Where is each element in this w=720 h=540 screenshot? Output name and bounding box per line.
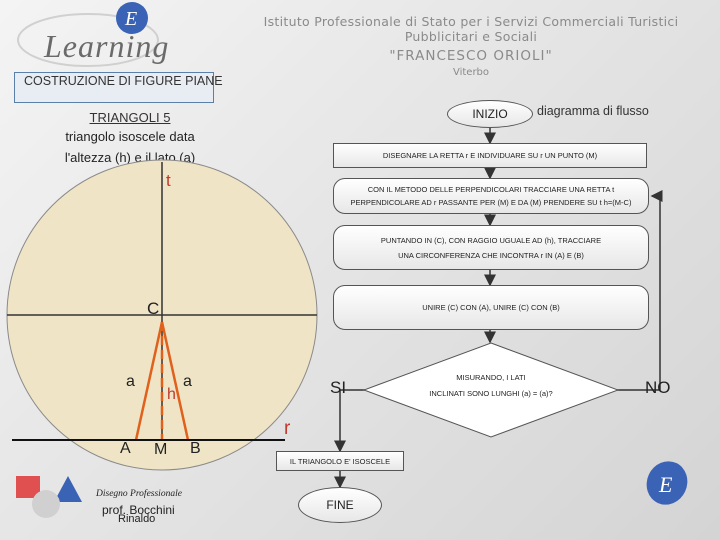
school-city: Viterbo xyxy=(452,67,490,78)
lesson-title-box xyxy=(14,72,214,103)
logo-emblem-icon: E xyxy=(17,2,159,67)
svg-text:E: E xyxy=(658,472,673,497)
label-r: r xyxy=(284,418,291,439)
step1-text: DISEGNARE LA RETTA r E INDIVIDUARE SU r … xyxy=(382,151,598,160)
label-a-left: a xyxy=(126,373,135,390)
logo: E xyxy=(0,0,230,70)
step3-text-line1: PUNTANDO IN (C), CON RAGGIO UGUALE AD (h… xyxy=(380,235,602,245)
label-h: h xyxy=(167,386,176,403)
side-a-right xyxy=(160,321,190,441)
lesson-desc-line1: triangolo isoscele data xyxy=(65,129,195,144)
svg-text:E: E xyxy=(124,8,137,30)
school-name: Istituto Professionale di Stato per i Se… xyxy=(263,14,679,44)
label-C: C xyxy=(147,299,160,318)
step4-text: UNIRE (C) CON (A), UNIRE (C) CON (B) xyxy=(422,303,560,312)
school-subtitle: "FRANCESCO ORIOLI" xyxy=(389,48,553,64)
step5-text: IL TRIANGOLO E' ISOSCELE xyxy=(289,456,391,466)
decision-text-line2: INCLINATI SONO LUNGHI (a) = (a)? xyxy=(429,389,553,398)
lesson-title: COSTRUZIONE DI FIGURE PIANE xyxy=(24,74,223,88)
decision-text: MISURANDO, I LATI INCLINATI SONO LUNGHI … xyxy=(395,370,587,402)
step5-node[interactable]: IL TRIANGOLO E' ISOSCELE xyxy=(276,451,404,471)
shapes-logo-icon xyxy=(16,476,82,518)
step2-text-line2: PERPENDICOLARE AD r PASSANTE PER (M) E D… xyxy=(350,198,632,207)
footer-course: Disegno Professionale xyxy=(96,489,182,499)
flowchart-title: diagramma di flusso xyxy=(537,104,649,118)
corner-emblem-icon: E xyxy=(646,461,688,505)
label-A: A xyxy=(120,440,131,457)
lesson-subtitle[interactable]: TRIANGOLI 5 xyxy=(89,110,171,125)
step4-node[interactable]: UNIRE (C) CON (A), UNIRE (C) CON (B) xyxy=(333,285,649,330)
start-node[interactable]: INIZIO xyxy=(447,100,533,128)
step3-node[interactable]: PUNTANDO IN (C), CON RAGGIO UGUALE AD (h… xyxy=(333,225,649,270)
step1-node[interactable]: DISEGNARE LA RETTA r E INDIVIDUARE SU r … xyxy=(333,143,647,168)
label-B: B xyxy=(190,440,201,457)
school-header: Istituto Professionale di Stato per i Se… xyxy=(236,14,706,78)
footer-teacher: prof. Bocchini xyxy=(102,503,175,517)
step3-text-line2: UNA CIRCONFERENZA CHE INCONTRA r IN (A) … xyxy=(398,250,584,260)
no-label: NO xyxy=(645,378,671,397)
label-a-right: a xyxy=(183,373,192,390)
step2-node[interactable]: CON IL METODO DELLE PERPENDICOLARI TRACC… xyxy=(333,178,649,214)
yes-label: SI xyxy=(330,378,347,397)
logo-text: Learning xyxy=(44,28,170,64)
decision-text-line1: MISURANDO, I LATI xyxy=(456,373,526,382)
footer-teacher-name: Rinaldo xyxy=(118,513,156,525)
step2-text-line1: CON IL METODO DELLE PERPENDICOLARI TRACC… xyxy=(367,185,615,194)
side-a-left xyxy=(134,321,164,441)
end-node[interactable]: FINE xyxy=(298,487,382,523)
decision-node[interactable] xyxy=(363,342,619,438)
label-t: t xyxy=(166,171,171,190)
label-M: M xyxy=(154,441,168,458)
